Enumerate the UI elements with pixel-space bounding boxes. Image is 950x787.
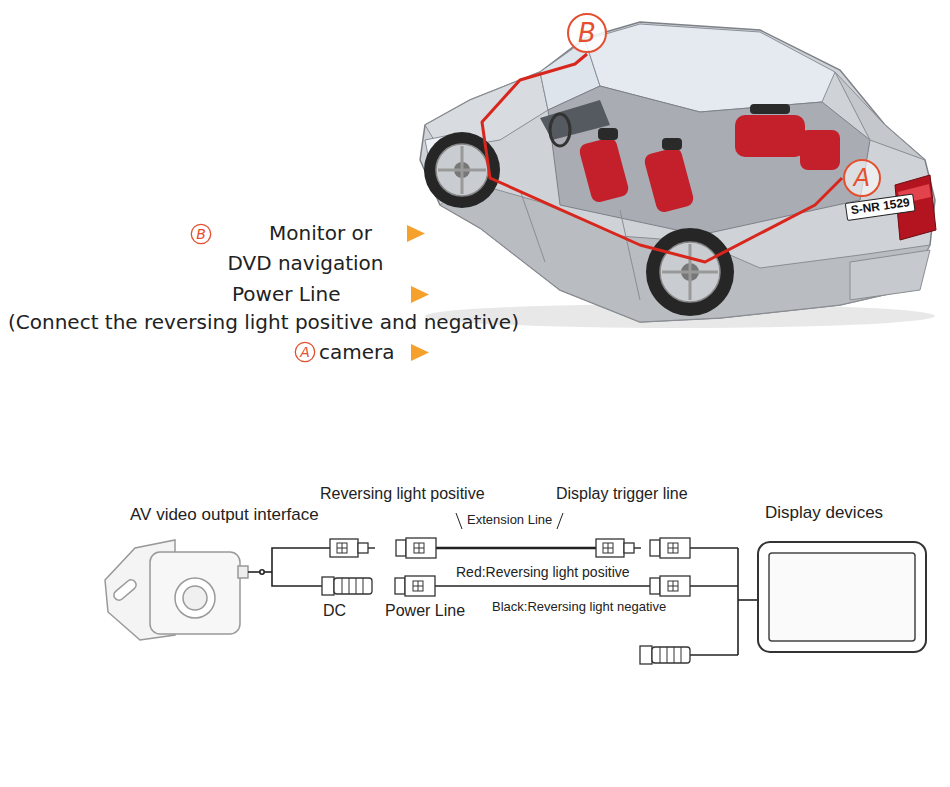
annotation-label: Black:Reversing light negative <box>492 600 666 615</box>
wiring <box>690 547 738 549</box>
annotation-label: Display trigger line <box>556 485 688 503</box>
car-illustration <box>620 210 640 300</box>
annotation-label: Monitor or DVD navigation <box>218 218 393 278</box>
car-illustration <box>646 228 734 316</box>
rca-socket <box>650 576 690 596</box>
pointer-triangles <box>411 344 429 361</box>
car-illustration <box>420 22 936 328</box>
device-heading: Display devices <box>757 503 927 523</box>
monitor-outline <box>757 541 927 653</box>
car-illustration <box>420 22 935 322</box>
monitor-frame <box>758 542 926 652</box>
car-illustration <box>438 169 486 172</box>
wiring <box>737 548 739 655</box>
power-socket <box>395 576 435 596</box>
callout-letter: B <box>578 20 596 46</box>
callout-circle: A <box>842 158 882 198</box>
camera-drawing <box>175 578 215 618</box>
rca-plug <box>330 539 375 557</box>
wiring <box>456 513 462 529</box>
car-illustration <box>598 128 618 140</box>
dc-plug <box>640 646 690 664</box>
annotation-label: Red:Reversing light positive <box>456 564 630 580</box>
wiring <box>738 599 758 601</box>
annotation-label: camera <box>319 341 395 364</box>
camera-drawing <box>183 586 207 610</box>
rca-socket <box>396 538 436 558</box>
car-illustration <box>750 104 790 114</box>
annotation-label: Reversing light positive <box>320 485 485 503</box>
car-illustration <box>735 115 805 157</box>
rca-socket <box>650 538 690 558</box>
callout-letter: A <box>300 345 310 359</box>
callout-letter: B <box>196 227 206 241</box>
car-illustration <box>835 72 925 160</box>
annotation-label: (Connect the reversing light positive an… <box>8 311 519 334</box>
car-illustration <box>643 146 695 214</box>
callout-circle-outline <box>191 224 210 243</box>
annotation-label: Extension Line <box>467 513 552 528</box>
camera-drawing <box>105 540 248 640</box>
callout-circle: B <box>566 12 608 54</box>
wire-route <box>482 54 842 262</box>
car-illustration <box>662 138 682 150</box>
car-illustration <box>662 271 718 274</box>
camera-drawing <box>150 552 240 634</box>
callout-circle: A <box>294 341 316 363</box>
pointer-triangles <box>411 286 429 303</box>
camera-drawing <box>112 578 138 602</box>
wiring <box>248 513 758 655</box>
annotation-label: DC <box>323 602 346 620</box>
callout-circle: B <box>190 223 212 245</box>
car-illustration <box>850 250 930 300</box>
callout-circle-outline <box>295 342 314 361</box>
callout-circle-outline <box>844 160 880 196</box>
pointer-triangles <box>407 225 425 242</box>
camera-drawing <box>238 566 248 578</box>
annotation-label: Power Line <box>385 602 465 620</box>
monitor-screen <box>769 553 915 641</box>
display-device: Display devices <box>757 503 927 655</box>
car-illustration <box>660 242 720 302</box>
wiring <box>436 547 596 550</box>
car-illustration <box>578 136 630 204</box>
car-illustration <box>436 144 488 196</box>
wiring <box>272 548 330 572</box>
annotation-label: AV video output interface <box>130 505 319 525</box>
car-illustration <box>800 130 840 170</box>
car-illustration <box>550 114 570 146</box>
callout-circle-outline <box>568 14 606 52</box>
wiring <box>435 585 650 587</box>
wiring <box>690 585 738 587</box>
pointer-triangles <box>407 225 429 361</box>
callout-letter: A <box>854 166 870 190</box>
wiring <box>260 570 264 574</box>
annotation-label: Power Line <box>232 283 341 306</box>
dc-plug <box>322 577 372 595</box>
wiring <box>690 654 738 656</box>
rca-plug <box>596 539 641 557</box>
wiring <box>557 513 563 529</box>
wiring <box>272 572 322 586</box>
